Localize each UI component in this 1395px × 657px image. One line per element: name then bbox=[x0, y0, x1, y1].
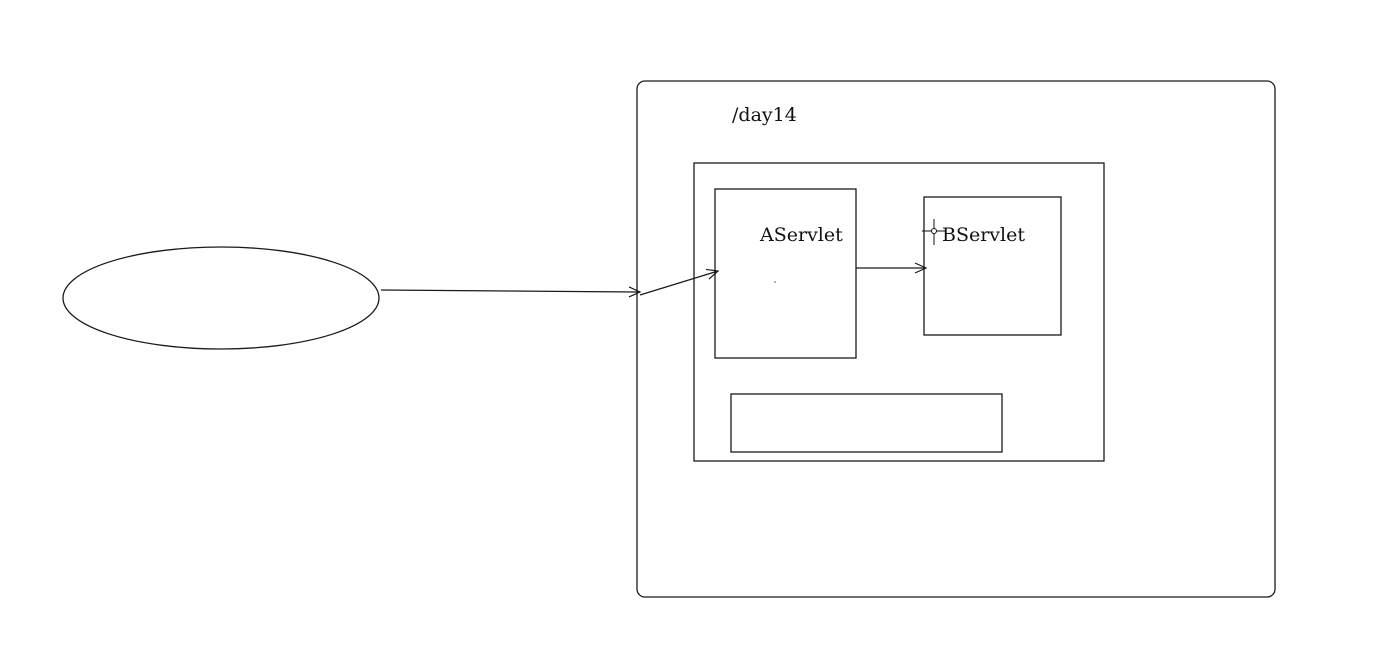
stray-dot bbox=[774, 281, 776, 283]
a-servlet-label: AServlet bbox=[759, 224, 843, 246]
bottom-box bbox=[730, 393, 1003, 453]
cursor-crosshair bbox=[922, 219, 946, 245]
b-servlet-label: BServlet bbox=[942, 224, 1025, 246]
client-ellipse bbox=[62, 246, 380, 350]
b-servlet-box bbox=[923, 196, 1062, 336]
a-servlet-box bbox=[714, 188, 857, 359]
webapp-box bbox=[693, 162, 1105, 462]
request-arrow bbox=[380, 286, 642, 298]
context-label: /day14 bbox=[732, 104, 797, 126]
dispatch-arrow bbox=[639, 268, 720, 296]
server-container bbox=[636, 80, 1276, 598]
